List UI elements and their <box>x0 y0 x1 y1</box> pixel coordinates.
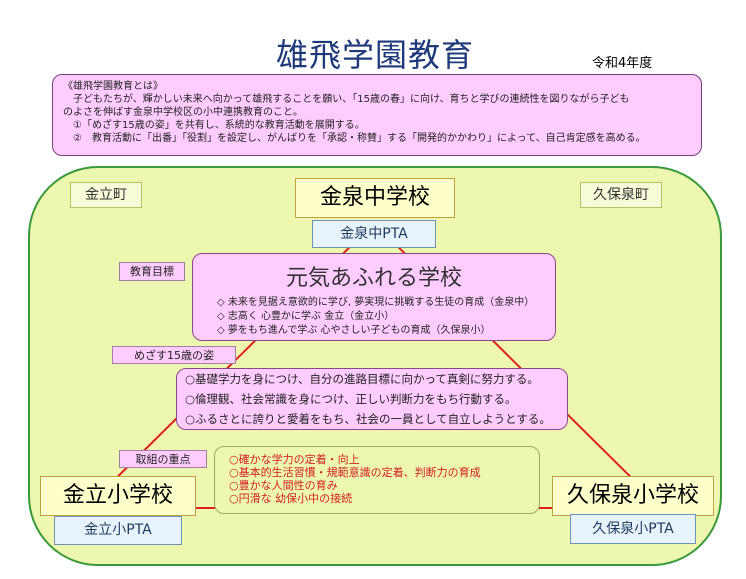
mezasu-box: ○基礎学力を身につけ、自分の進路目標に向かって真剣に努力する。 ○倫理観、社会常… <box>176 368 568 430</box>
mezasu-line: ○基礎学力を身につけ、自分の進路目標に向かって真剣に努力する。 <box>185 372 539 386</box>
focus-line: ○基本的生活習慣・規範意識の定着、判断力の育成 <box>229 466 481 479</box>
focus-box: ○確かな学力の定着・向上 ○基本的生活習慣・規範意識の定着、判断力の育成 ○豊か… <box>214 446 540 514</box>
goal-tag: 教育目標 <box>119 262 185 281</box>
goal-line: ◇ 志高く 心豊かに学ぶ 金立（金立小） <box>217 311 395 322</box>
focus-tag: 取組の重点 <box>119 450 207 468</box>
junior-high-school-box: 金泉中学校 <box>295 178 455 218</box>
intro-line: 《雄飛学園教育とは》 <box>63 81 163 92</box>
focus-line: ○円滑な 幼保小中の接続 <box>229 492 353 505</box>
mezasu-line: ○倫理観、社会常識を身につけ、正しい判断力をもち行動する。 <box>185 392 517 406</box>
intro-box: 《雄飛学園教育とは》 子どもたちが、輝かしい未来へ向かって雄飛することを願い、「… <box>52 74 702 156</box>
goal-box: 元気あふれる学校 ◇ 未来を見据え意欲的に学び, 夢実現に挑戦する生徒の育成（金… <box>192 253 556 341</box>
mezasu-tag: めざす15歳の姿 <box>112 346 236 364</box>
goal-line: ◇ 未来を見据え意欲的に学び, 夢実現に挑戦する生徒の育成（金泉中） <box>217 297 535 308</box>
intro-line: ①「めざす15歳の姿」を共有し、系統的な教育活動を展開する。 <box>63 120 365 131</box>
year-label: 令和4年度 <box>592 56 653 71</box>
intro-line: ② 教育活動に「出番」「役割」を設定し、がんばりを「承認・称賛」する「開発的かか… <box>63 133 646 144</box>
focus-line: ○確かな学力の定着・向上 <box>229 453 360 466</box>
kanadachi-elementary-box: 金立小学校 <box>40 476 196 516</box>
mezasu-line: ○ふるさとに誇りと愛着をもち、社会の一員として自立しようとする。 <box>185 412 551 426</box>
intro-line: 子どもたちが、輝かしい未来へ向かって雄飛することを願い、「15歳の春」に向け、育… <box>63 94 630 105</box>
town-label-kuboizumi: 久保泉町 <box>580 182 662 208</box>
goal-line: ◇ 夢をもち進んで学ぶ 心やさしい子どもの育成（久保泉小） <box>217 325 491 336</box>
intro-line: のよさを伸ばす金泉中学校区の小中連携教育のこと。 <box>63 107 303 118</box>
focus-line: ○豊かな人間性の育み <box>229 479 338 492</box>
junior-high-pta-box: 金泉中PTA <box>312 220 436 248</box>
goal-main-text: 元気あふれる学校 <box>285 266 462 291</box>
kuboizumi-pta-box: 久保泉小PTA <box>570 514 696 544</box>
town-label-kanadachi: 金立町 <box>70 182 142 208</box>
kanadachi-pta-box: 金立小PTA <box>54 516 182 545</box>
page-title: 雄飛学園教育 <box>275 36 474 74</box>
kuboizumi-elementary-box: 久保泉小学校 <box>552 476 714 516</box>
